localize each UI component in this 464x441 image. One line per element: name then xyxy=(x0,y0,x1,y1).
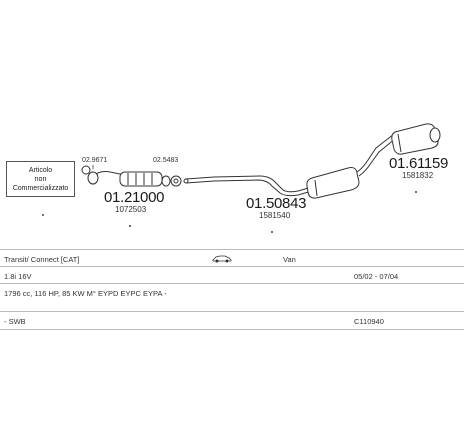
table-row: 1796 cc, 116 HP, 85 KW M° EYPD EYPC EYPA… xyxy=(0,283,464,302)
middle-oem-number: 1581540 xyxy=(259,211,291,220)
rear-oem-number: 1581832 xyxy=(402,171,434,180)
middle-pipe xyxy=(183,175,313,197)
catalytic-part-number: 01.21000 xyxy=(104,189,165,206)
table-row: Transit/ Connect [CAT] Van xyxy=(0,249,464,268)
rear-silencer xyxy=(391,123,441,155)
not-commercialized-note: Articolo non Commercializzato xyxy=(6,161,75,197)
note-line-1: Articolo xyxy=(28,166,53,174)
spec-cell: 1796 cc, 116 HP, 85 KW M° EYPD EYPC EYPA… xyxy=(4,289,167,298)
model-cell: Transit/ Connect [CAT] xyxy=(4,255,80,264)
variant-cell: - SWB xyxy=(4,317,26,326)
table-divider xyxy=(0,329,464,331)
marker-dot xyxy=(271,231,273,233)
engine-cell: 1.8i 16V xyxy=(4,272,32,281)
catalytic-converter xyxy=(119,171,171,187)
rear-part-number: 01.61159 xyxy=(389,155,449,172)
table-row: - SWB C110940 xyxy=(0,311,464,330)
note-line-3: Commercializzato xyxy=(12,184,69,192)
table-row: 1.8i 16V 05/02 - 07/04 xyxy=(0,266,464,285)
marker-dot xyxy=(42,214,44,216)
middle-part-number: 01.50843 xyxy=(246,195,307,212)
clamp-right-label: 02.5483 xyxy=(153,157,179,164)
note-line-2: non xyxy=(34,175,47,183)
tail-pipe xyxy=(356,133,397,177)
front-pipe xyxy=(81,165,146,185)
middle-silencer xyxy=(306,167,360,199)
marker-dot xyxy=(415,191,417,193)
car-icon xyxy=(212,253,232,265)
catalytic-oem-number: 1072503 xyxy=(115,205,147,214)
marker-dot xyxy=(129,225,131,227)
clamp-left-label: 02.9671 xyxy=(82,157,108,164)
body-cell: Van xyxy=(283,255,296,264)
years-cell: 05/02 - 07/04 xyxy=(354,272,399,281)
gasket-clamp xyxy=(170,175,182,187)
code-cell: C110940 xyxy=(354,317,384,326)
